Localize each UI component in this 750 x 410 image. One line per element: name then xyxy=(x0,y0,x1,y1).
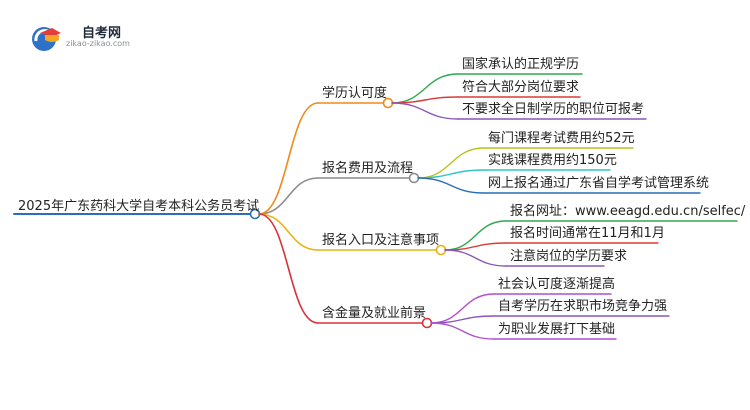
leaf-label-2-1: 报名时间通常在11月和1月 xyxy=(510,226,665,241)
branch-label-1: 报名费用及流程 xyxy=(322,161,414,176)
branch-connector-0 xyxy=(258,102,319,215)
branch-connector-2 xyxy=(258,213,319,251)
logo-domain: zikao-zikao.com xyxy=(66,39,130,48)
leaf-connector-3-2 xyxy=(430,322,495,340)
leaf-connector-0-1 xyxy=(391,96,459,104)
leaf-connector-2-2 xyxy=(444,249,507,267)
branch-label-3: 含金量及就业前景 xyxy=(322,306,427,321)
leaf-connector-1-2 xyxy=(417,177,485,194)
leaf-label-0-0: 国家承认的正规学历 xyxy=(462,57,580,72)
site-logo[interactable]: 自考网 zikao-zikao.com xyxy=(30,22,150,54)
leaf-label-1-1: 实践课程费用约150元 xyxy=(488,153,617,168)
leaf-connector-0-2 xyxy=(391,102,459,120)
leaf-connector-2-0 xyxy=(444,220,507,251)
root-label: 2025年广东药科大学自考本科公务员考试 xyxy=(18,199,260,214)
leaf-label-1-0: 每门课程考试费用约52元 xyxy=(488,131,635,146)
graduation-cap-logo-icon xyxy=(32,27,61,51)
leaf-connector-0-0 xyxy=(391,73,459,104)
branch-connector-3 xyxy=(258,213,319,324)
leaf-connector-3-0 xyxy=(430,293,495,324)
leaf-label-1-2: 网上报名通过广东省自学考试管理系统 xyxy=(488,176,710,191)
leaf-label-2-0: 报名网址：www.eeagd.edu.cn/selfec/ xyxy=(510,204,746,219)
branch-label-2: 报名入口及注意事项 xyxy=(322,233,440,248)
branch-label-0: 学历认可度 xyxy=(322,86,388,101)
leaf-label-3-1: 自考学历在求职市场竞争力强 xyxy=(498,299,668,314)
logo-name: 自考网 xyxy=(82,26,122,41)
leaf-label-3-2: 为职业发展打下基础 xyxy=(498,322,616,337)
branch-connector-1 xyxy=(258,177,319,215)
leaf-label-2-2: 注意岗位的学历要求 xyxy=(510,249,628,264)
leaf-label-0-2: 不要求全日制学历的职位可报考 xyxy=(462,102,645,117)
leaf-label-0-1: 符合大部分岗位要求 xyxy=(462,80,580,95)
leaf-label-3-0: 社会认可度逐渐提高 xyxy=(498,277,616,292)
